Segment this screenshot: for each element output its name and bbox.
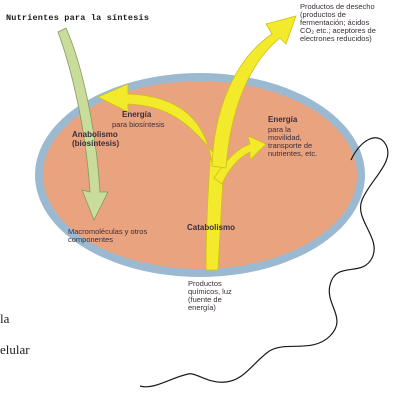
energy-biosynthesis-sub: para biosíntesis	[112, 121, 165, 129]
energy-motility-title: Energía	[268, 115, 297, 124]
cropped-text-line-2: elular	[0, 346, 30, 354]
anabolism-label: Anabolismo (biosíntesis)	[72, 130, 119, 148]
catabolism-label: Catabolismo	[187, 223, 235, 232]
waste-products-label: Productos de desecho (productos de ferme…	[300, 3, 376, 43]
diagram-title: Nutrientes para la síntesis	[6, 14, 149, 22]
macromolecules-label: Macromoléculas y otros componentes	[68, 228, 147, 244]
cropped-text-line-1: la	[0, 315, 9, 323]
energy-source-label: Productos químicos, luz (fuente de energ…	[188, 280, 232, 312]
energy-biosynthesis-title: Energía	[122, 110, 151, 119]
energy-motility-sub: para la movilidad, transporte de nutrien…	[268, 126, 317, 158]
